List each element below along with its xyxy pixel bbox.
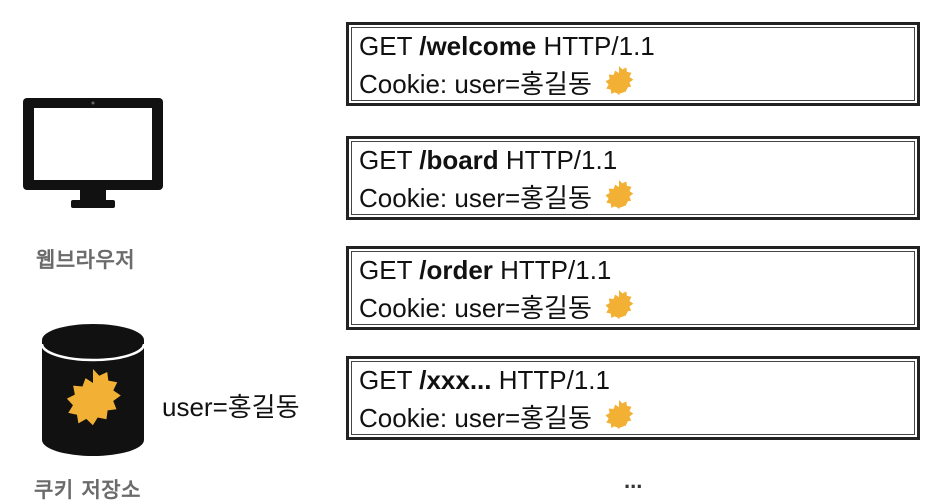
request-path: /board	[419, 145, 499, 175]
request-method: GET	[359, 365, 412, 395]
cookie-header: Cookie: user=홍길동	[359, 65, 638, 103]
cookie-header: Cookie: user=홍길동	[359, 399, 638, 437]
request-line: GET /order HTTP/1.1	[359, 255, 611, 285]
cookie-header-text: Cookie: user=홍길동	[359, 293, 592, 323]
request-line: GET /xxx... HTTP/1.1	[359, 365, 610, 395]
cookie-sun-icon	[605, 179, 634, 209]
stored-cookie-value: user=홍길동	[162, 392, 300, 422]
cookie-sun-icon	[66, 369, 121, 426]
cookie-sun-icon	[605, 289, 634, 319]
cookie-header: Cookie: user=홍길동	[359, 179, 638, 217]
request-path: /welcome	[419, 31, 537, 61]
request-method: GET	[359, 145, 412, 175]
request-path: /xxx...	[419, 365, 492, 395]
request-protocol: HTTP/1.1	[500, 255, 612, 285]
cookie-header-text: Cookie: user=홍길동	[359, 403, 592, 433]
monitor-icon	[23, 98, 163, 208]
cookie-sun-icon	[605, 399, 634, 429]
request-protocol: HTTP/1.1	[505, 145, 618, 175]
cookie-header-text: Cookie: user=홍길동	[359, 69, 592, 99]
request-method: GET	[359, 31, 412, 61]
request-line: GET /board HTTP/1.1	[359, 145, 617, 175]
request-method: GET	[359, 255, 412, 285]
request-box-board: GET /board HTTP/1.1 Cookie: user=홍길동	[346, 136, 920, 220]
cookie-store-label: 쿠키 저장소	[34, 478, 141, 502]
cookie-sun-icon	[605, 65, 634, 95]
database-cylinder-icon	[40, 324, 146, 456]
cookie-header: Cookie: user=홍길동	[359, 289, 638, 327]
request-path: /order	[419, 255, 493, 285]
request-box-xxx: GET /xxx... HTTP/1.1 Cookie: user=홍길동	[346, 356, 920, 440]
more-requests-ellipsis: ...	[624, 468, 643, 493]
request-protocol: HTTP/1.1	[498, 365, 610, 395]
request-box-welcome: GET /welcome HTTP/1.1 Cookie: user=홍길동	[346, 22, 920, 106]
request-box-order: GET /order HTTP/1.1 Cookie: user=홍길동	[346, 246, 920, 330]
browser-label: 웹브라우저	[36, 248, 136, 272]
request-protocol: HTTP/1.1	[543, 31, 655, 61]
request-line: GET /welcome HTTP/1.1	[359, 31, 655, 61]
cookie-header-text: Cookie: user=홍길동	[359, 183, 592, 213]
